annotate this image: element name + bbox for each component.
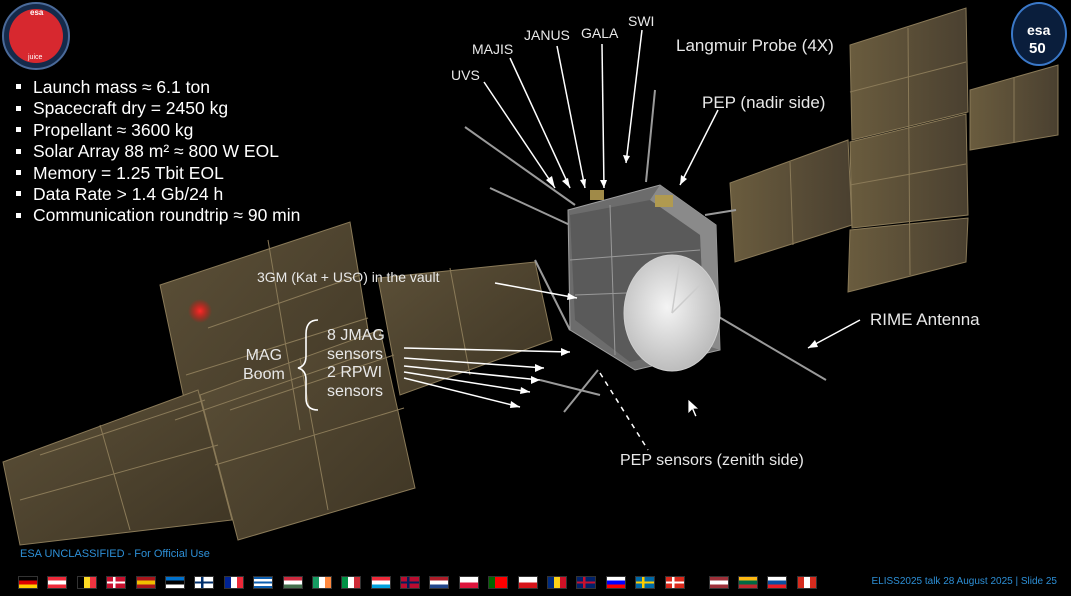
spec-item: Solar Array 88 m² ≈ 800 W EOL — [14, 141, 300, 162]
member-state-flags — [18, 576, 826, 589]
flag-belgium — [76, 576, 97, 589]
spec-item: Data Rate > 1.4 Gb/24 h — [14, 184, 300, 205]
spec-item: Propellant ≈ 3600 kg — [14, 120, 300, 141]
flag-switzerland — [664, 576, 685, 589]
label-swi: SWI — [628, 13, 655, 29]
esa-50-logo: esa 50 — [1011, 2, 1067, 66]
spec-item: Communication roundtrip ≈ 90 min — [14, 205, 300, 226]
flag-denmark — [106, 576, 127, 589]
red-marker-spot — [188, 299, 212, 323]
talk-slide-info: ELISS2025 talk 28 August 2025 | Slide 25 — [871, 576, 1057, 587]
flag-romania — [547, 576, 568, 589]
flag-norway — [400, 576, 421, 589]
label-3gm: 3GM (Kat + USO) in the vault — [257, 269, 440, 285]
mouse-cursor-icon — [687, 398, 701, 418]
juice-logo-agency: esa — [30, 8, 44, 17]
flag-austria — [47, 576, 68, 589]
right-solar-array — [729, 7, 1059, 293]
flag-poland — [458, 576, 479, 589]
label-uvs: UVS — [451, 67, 480, 83]
label-rime-antenna: RIME Antenna — [870, 310, 980, 329]
label-mag-sensors: 8 JMAG sensors 2 RPWI sensors — [327, 327, 385, 400]
flag-spain — [135, 576, 156, 589]
label-mag-boom: MAG Boom — [243, 347, 285, 383]
spec-item: Memory = 1.25 Tbit EOL — [14, 163, 300, 184]
flag-canada — [796, 576, 817, 589]
mag-bracket — [297, 319, 319, 411]
flag-netherlands — [429, 576, 450, 589]
flag-italy — [341, 576, 362, 589]
flag-ireland — [311, 576, 332, 589]
label-gala: GALA — [581, 25, 619, 41]
label-pep-zenith: PEP sensors (zenith side) — [620, 452, 804, 469]
flag-hungary — [282, 576, 303, 589]
flag-united-kingdom — [576, 576, 597, 589]
flag-sweden — [635, 576, 656, 589]
esa-logo-agency: esa — [1027, 22, 1051, 38]
flag-latvia — [708, 576, 729, 589]
flag-portugal — [488, 576, 509, 589]
juice-mission-logo: esa juice — [2, 2, 70, 70]
flag-czechia — [517, 576, 538, 589]
flag-germany — [18, 576, 38, 589]
left-solar-array — [2, 221, 553, 546]
spacecraft-spec-list: Launch mass ≈ 6.1 ton Spacecraft dry = 2… — [14, 77, 300, 227]
flag-estonia — [164, 576, 185, 589]
classification-footer: ESA UNCLASSIFIED - For Official Use — [20, 548, 210, 560]
label-janus: JANUS — [524, 27, 570, 43]
juice-logo-name: juice — [28, 54, 43, 61]
instrument-pointer-lines — [403, 29, 861, 451]
pointer-arrowheads — [510, 155, 818, 408]
label-pep-nadir: PEP (nadir side) — [702, 93, 826, 112]
label-majis: MAJIS — [472, 41, 514, 57]
flag-greece — [253, 576, 274, 589]
flag-finland — [194, 576, 215, 589]
label-langmuir-probe: Langmuir Probe (4X) — [676, 36, 834, 55]
flag-slovenia — [605, 576, 626, 589]
flag-lithuania — [737, 576, 758, 589]
spacecraft-booms — [464, 89, 827, 413]
esa-logo-anniversary: 50 — [1029, 40, 1046, 57]
flag-slovakia — [767, 576, 788, 589]
flag-luxembourg — [370, 576, 391, 589]
flag-france — [223, 576, 244, 589]
spec-item: Launch mass ≈ 6.1 ton — [14, 77, 300, 98]
spec-item: Spacecraft dry = 2450 kg — [14, 98, 300, 119]
